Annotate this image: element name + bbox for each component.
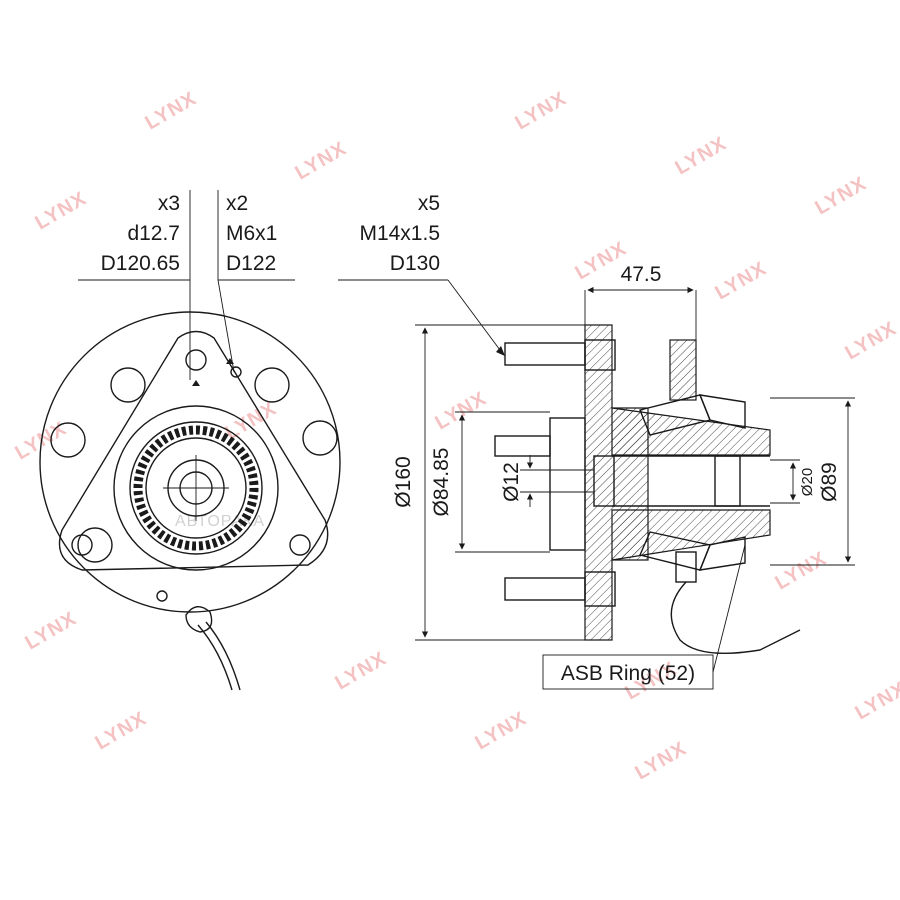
holes-count-label: x3: [158, 192, 180, 215]
threaded-hole: [230, 366, 242, 378]
stud-hole: [50, 422, 86, 458]
leader-arrow: [226, 358, 234, 364]
watermark-text: LYNX: [222, 398, 281, 445]
knuckle-ear: [669, 339, 697, 401]
abs-sensor: [185, 606, 213, 633]
leader-arrow: [192, 380, 200, 386]
stud-head: [584, 571, 616, 607]
hub-section-bottom: [611, 509, 771, 561]
callout-leader: [447, 279, 501, 351]
bearing-roller-bottom: [698, 536, 746, 571]
sensor-cable: [197, 624, 233, 691]
bearing-roller-top: [698, 394, 746, 429]
watermark-text: LYNX: [632, 738, 691, 785]
bore-plug: [714, 455, 741, 507]
flange-bolt-hole: [71, 534, 93, 556]
hub-body-circle: [113, 405, 279, 571]
dim-inner-label: Ø20: [799, 468, 816, 496]
stud-hole: [110, 367, 146, 403]
abs-tone-ring-teeth: [133, 425, 259, 551]
watermark-text: LYNX: [812, 173, 871, 220]
watermark-text: LYNX: [712, 258, 771, 305]
dim-outer-label: Ø160: [392, 456, 415, 507]
triangular-flange: [58, 330, 329, 571]
watermark-text: LYNX: [852, 678, 900, 725]
threaded-count-label: x2: [226, 192, 248, 215]
wheel-stud: [504, 577, 586, 601]
asb-ring-leader: [712, 544, 746, 673]
threaded-pitch-label: D122: [226, 252, 276, 275]
flange-bolt-hole: [185, 349, 207, 371]
hub-section-top: [611, 407, 771, 456]
flange-bolt-hole: [289, 534, 311, 556]
sensor-cable-section: [670, 581, 801, 654]
flange-section: [584, 324, 649, 641]
threaded-thread-label: M6x1: [226, 222, 277, 245]
watermark-text: LYNX: [332, 648, 391, 695]
watermark-text: LYNX: [22, 608, 81, 655]
stud-hole: [77, 527, 113, 563]
callout-leader: [217, 279, 235, 373]
dim-bore-label: Ø12: [500, 462, 523, 502]
studs-thread-label: M14x1.5: [359, 222, 440, 245]
asb-ring-label: ASB Ring (52): [561, 662, 695, 685]
bore-plug: [593, 455, 615, 507]
hub-pilot: [549, 417, 586, 551]
holes-pitch-label: D120.65: [101, 252, 180, 275]
watermark-text: LYNX: [772, 548, 831, 595]
holes-diameter-label: d12.7: [127, 222, 180, 245]
watermark-text: LYNX: [292, 138, 351, 185]
abs-tone-ring-outer: [129, 421, 263, 555]
watermark-text: LYNX: [672, 133, 731, 180]
watermark-text: LYNX: [142, 88, 201, 135]
pilot-stud: [494, 435, 551, 457]
watermark-text: LYNX: [512, 88, 571, 135]
sensor-cable: [205, 621, 241, 691]
dim-width-label: 47.5: [621, 263, 662, 286]
watermark-text: LYNX: [472, 708, 531, 755]
watermark-text: LYNX: [92, 708, 151, 755]
wheel-stud: [504, 342, 586, 366]
studs-count-label: x5: [418, 192, 440, 215]
section-view: 47.5 Ø160 Ø84.85 Ø12 Ø20 Ø89 ASB Ring (5…: [338, 263, 855, 690]
abs-tone-ring-inner: [145, 437, 247, 539]
stud-hole: [302, 420, 338, 456]
front-view: [39, 190, 341, 691]
stud-hole: [254, 367, 290, 403]
leader-arrow: [496, 346, 505, 356]
watermark-text: LYNX: [842, 318, 900, 365]
dim-bearing-label: Ø89: [818, 462, 841, 502]
dim-pilot-label: Ø84.85: [430, 448, 453, 517]
watermark-overlay-text: АВТОРАКА: [175, 513, 265, 530]
watermark-text: LYNX: [432, 388, 491, 435]
threaded-hole: [156, 590, 168, 602]
studs-pitch-label: D130: [390, 252, 440, 275]
watermark-text: LYNX: [32, 188, 91, 235]
stud-head: [584, 339, 616, 371]
